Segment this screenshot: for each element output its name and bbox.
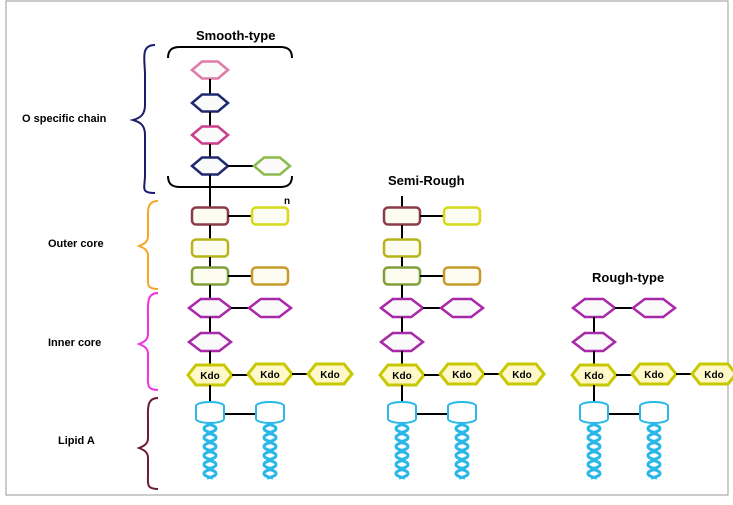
smooth-o-chain-branch: [252, 156, 292, 176]
region-label-lipid-a: Lipid A: [58, 435, 95, 447]
rough-lipid-a-1-tail-b: [586, 422, 598, 480]
semi-heptose-1: [378, 297, 426, 319]
rough-lipid-a-1-cylinder: [579, 406, 609, 424]
brace-inner-core: [136, 292, 159, 391]
smooth-kdo-3: [306, 362, 354, 386]
smooth-outer-core-branch-2: [250, 266, 290, 286]
smooth-o-chain-sugar-4: [190, 156, 230, 176]
semi-outer-core-branch-2: [442, 266, 482, 286]
semi-kdo-2-label: Kdo: [452, 370, 471, 381]
semi-outer-core-sugar-2: [382, 238, 422, 258]
lps-structures: Kdo Kdo Kdo Kdo Kdo Kdo Kdo Kdo Kdo: [186, 60, 733, 480]
semi-outer-core-sugar-3: [382, 266, 422, 286]
smooth-heptose-2: [186, 331, 234, 353]
smooth-kdo-1-label: Kdo: [200, 371, 219, 382]
rough-heptose-1: [570, 297, 618, 319]
rough-kdo-3-label: Kdo: [704, 370, 723, 381]
rough-kdo-1-label: Kdo: [584, 371, 603, 382]
smooth-heptose-branch: [246, 297, 294, 319]
rough-kdo-3: [690, 362, 733, 386]
o-chain-repeat-bracket-top: [167, 46, 293, 59]
rough-lipid-a-2-cylinder: [639, 406, 669, 424]
semi-heptose-branch: [438, 297, 486, 319]
region-label-inner-core: Inner core: [48, 337, 101, 349]
repeat-n-marker: n: [284, 196, 290, 207]
brace-o-specific-chain: [129, 44, 156, 194]
semi-lipid-a-1-tail-b: [394, 422, 406, 480]
semi-lipid-a-1-cylinder: [387, 406, 417, 424]
o-chain-repeat-bracket-bottom: [167, 175, 293, 188]
smooth-heptose-1: [186, 297, 234, 319]
smooth-o-chain-sugar-3: [190, 125, 230, 145]
figure-frame: [5, 0, 729, 496]
smooth-kdo-3-label: Kdo: [320, 370, 339, 381]
smooth-lipid-a-1-tail-b: [202, 422, 214, 480]
region-label-outer-core: Outer core: [48, 238, 104, 250]
brace-outer-core: [136, 200, 159, 290]
region-label-o-specific-chain: O specific chain: [22, 113, 107, 125]
rough-heptose-2: [570, 331, 618, 353]
smooth-type-title: Smooth-type: [196, 28, 275, 43]
semi-rough-title: Semi-Rough: [388, 173, 465, 188]
smooth-lipid-a-1-cylinder: [195, 406, 225, 424]
smooth-o-chain-sugar-1: [190, 60, 230, 80]
semi-lipid-a-2-cylinder: [447, 406, 477, 424]
semi-outer-core-sugar-1: [382, 206, 422, 226]
brace-lipid-a: [136, 397, 159, 490]
semi-outer-core-branch-1: [442, 206, 482, 226]
rough-lipid-a-2-tail-b: [646, 422, 658, 480]
smooth-lipid-a-2-cylinder: [255, 406, 285, 424]
smooth-lipid-a-2-tail-b: [262, 422, 274, 480]
rough-type-title: Rough-type: [592, 270, 664, 285]
semi-heptose-2: [378, 331, 426, 353]
smooth-outer-core-sugar-1: [190, 206, 230, 226]
smooth-kdo-2-label: Kdo: [260, 370, 279, 381]
smooth-outer-core-branch-1: [250, 206, 290, 226]
smooth-outer-core-sugar-2: [190, 238, 230, 258]
semi-kdo-3-label: Kdo: [512, 370, 531, 381]
semi-kdo-3: [498, 362, 546, 386]
semi-kdo-1-label: Kdo: [392, 371, 411, 382]
rough-kdo-2-label: Kdo: [644, 370, 663, 381]
smooth-outer-core-sugar-3: [190, 266, 230, 286]
semi-lipid-a-2-tail-b: [454, 422, 466, 480]
rough-heptose-branch: [630, 297, 678, 319]
smooth-o-chain-sugar-2: [190, 93, 230, 113]
